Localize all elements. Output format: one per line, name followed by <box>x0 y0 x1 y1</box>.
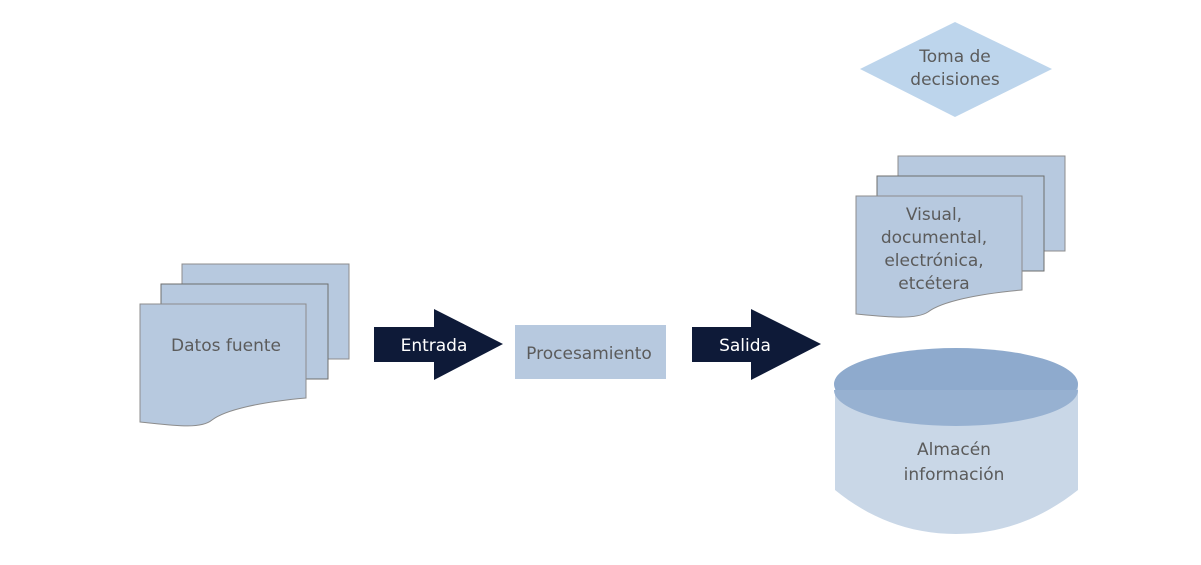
decision-label-line-1: Toma de <box>918 47 991 67</box>
output-arrow-label: Salida <box>719 336 771 356</box>
decision-diamond <box>860 22 1052 117</box>
storage-label-line-1: Almacén <box>917 440 991 460</box>
processing-label: Procesamiento <box>526 344 652 364</box>
processing-box <box>515 325 666 379</box>
output-formats-line-3: electrónica, <box>884 251 983 271</box>
output-formats-line-2: documental, <box>881 228 987 248</box>
processing-node: Procesamiento <box>515 325 666 379</box>
output-formats-node: Visual, documental, electrónica, etcéter… <box>855 155 1066 318</box>
source-data-label: Datos fuente <box>171 336 281 356</box>
storage-cylinder-body <box>835 384 1078 534</box>
output-arrow-shape <box>692 309 821 380</box>
output-formats-line-1: Visual, <box>906 205 962 225</box>
output-arrow: Salida <box>692 309 821 380</box>
input-arrow-shape <box>374 309 503 380</box>
storage-node: Almacén información <box>834 348 1078 534</box>
storage-cylinder-top-lower-half <box>834 390 1078 426</box>
decision-node: Toma de decisiones <box>860 22 1052 117</box>
input-arrow-label: Entrada <box>401 336 468 356</box>
source-data-node: Datos fuente <box>139 263 350 427</box>
source-doc-front <box>139 303 307 427</box>
decision-label-line-2: decisiones <box>910 70 1000 90</box>
output-doc-front <box>855 195 1023 318</box>
input-arrow: Entrada <box>374 309 503 380</box>
storage-label-line-2: información <box>904 465 1005 485</box>
output-formats-line-4: etcétera <box>898 274 969 294</box>
